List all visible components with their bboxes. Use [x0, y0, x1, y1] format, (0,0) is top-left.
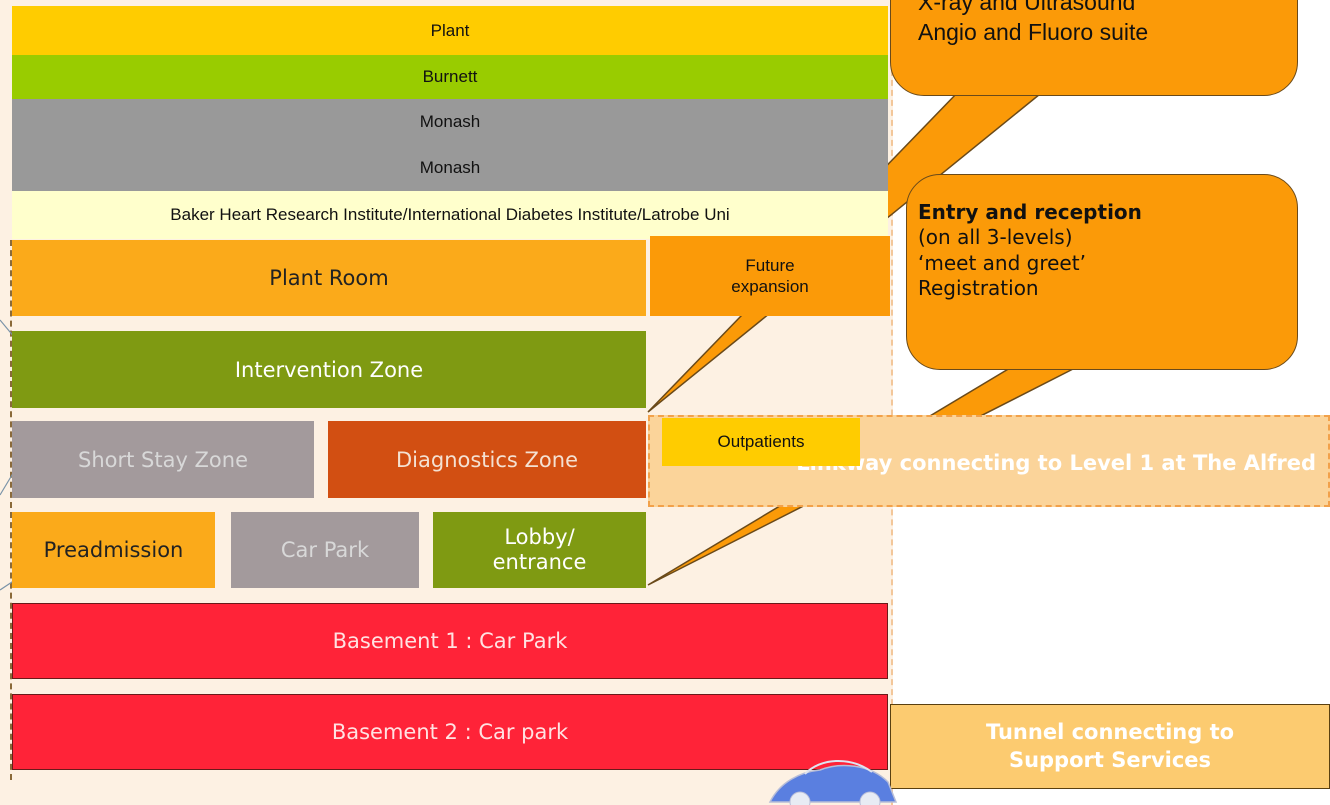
floor-burnett: Burnett — [12, 55, 888, 99]
zone-diagnostics: Diagnostics Zone — [328, 421, 646, 498]
tunnel: Tunnel connecting to Support Services — [890, 704, 1330, 789]
basement-2-label: Basement 2 : Car park — [331, 720, 569, 744]
entry-callout-line3: Registration — [918, 276, 1039, 301]
zone-preadmission: Preadmission — [12, 512, 215, 588]
imaging-callout-line2: Angio and Fluoro suite — [918, 18, 1149, 45]
floor-monash-2: Monash — [12, 145, 888, 191]
tunnel-line2: Support Services — [1008, 747, 1212, 772]
imaging-callout — [890, 0, 1298, 96]
floor-plant: Plant — [12, 6, 888, 55]
zone-outpatients-label: Outpatients — [717, 432, 805, 451]
floor-plant-label: Plant — [430, 20, 470, 40]
zone-diagnostics-label: Diagnostics Zone — [396, 447, 578, 472]
future-expansion-line2: expansion — [731, 277, 809, 296]
zone-short-stay: Short Stay Zone — [12, 421, 314, 498]
zone-outpatients: Outpatients — [662, 418, 860, 466]
zone-car-park-label: Car Park — [280, 538, 370, 562]
zone-lobby-line1: Lobby/ — [504, 524, 575, 549]
zone-intervention-label: Intervention Zone — [234, 357, 424, 382]
floor-burnett-label: Burnett — [422, 67, 478, 86]
future-expansion-line1: Future — [745, 255, 795, 275]
entry-callout-line1: (on all 3-levels) — [918, 225, 1073, 250]
car-icon — [768, 759, 898, 805]
floor-baker-label: Baker Heart Research Institute/Internati… — [170, 205, 730, 224]
zone-future-expansion: Future expansion — [650, 236, 890, 316]
zone-car-park: Car Park — [231, 512, 419, 588]
zone-plant-room: Plant Room — [12, 240, 646, 316]
basement-1: Basement 1 : Car Park — [12, 603, 888, 679]
entry-callout — [906, 174, 1298, 370]
entry-callout-text: Entry and reception (on all 3-levels) ‘m… — [918, 200, 1288, 302]
basement-2: Basement 2 : Car park — [12, 694, 888, 770]
imaging-callout-text: X-ray and Ultrasound Angio and Fluoro su… — [918, 0, 1298, 48]
building-left-boundary — [10, 240, 12, 780]
zone-preadmission-label: Preadmission — [43, 538, 184, 562]
zone-short-stay-label: Short Stay Zone — [77, 447, 249, 472]
imaging-callout-line1: X-ray and Ultrasound — [918, 0, 1136, 15]
floor-monash-1-label: Monash — [419, 112, 481, 131]
zone-lobby-line2: entrance — [492, 550, 587, 574]
zone-lobby: Lobby/ entrance — [433, 512, 646, 588]
zone-intervention: Intervention Zone — [12, 331, 646, 408]
zone-plant-room-label: Plant Room — [269, 266, 389, 290]
basement-1-label: Basement 1 : Car Park — [332, 629, 568, 653]
linkway-label: Linkway connecting to Level 1 at The Alf… — [796, 451, 1316, 475]
floor-baker: Baker Heart Research Institute/Internati… — [12, 191, 888, 239]
tunnel-line1: Tunnel connecting to — [985, 720, 1235, 745]
entry-callout-title: Entry and reception — [918, 200, 1142, 224]
floor-monash-2-label: Monash — [419, 158, 481, 177]
entry-callout-line2: ‘meet and greet’ — [918, 250, 1086, 275]
floor-monash-1: Monash — [12, 99, 888, 145]
